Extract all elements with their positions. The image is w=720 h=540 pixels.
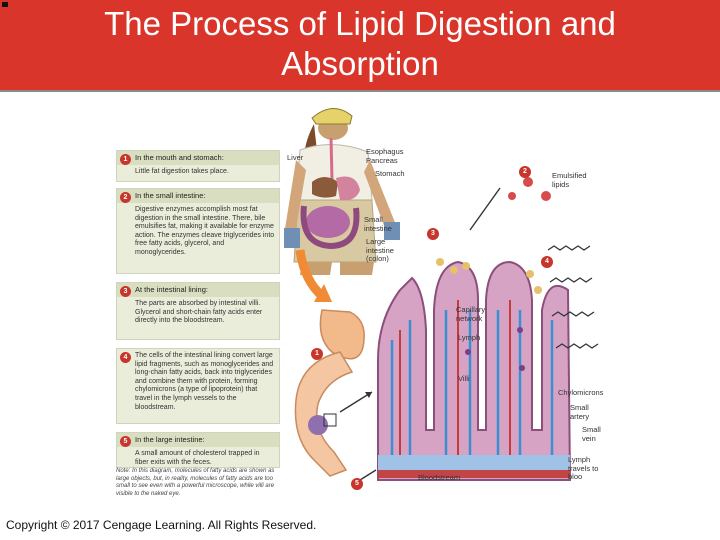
label-chylomicrons: Chylomicrons: [558, 388, 604, 397]
step-number: 5: [120, 436, 131, 447]
step-number: 4: [120, 352, 131, 363]
intestinal-villi: [377, 260, 572, 481]
label-small-artery: Small artery: [570, 403, 590, 421]
label-lymph-travels: Lymph travels to bloo: [568, 455, 599, 481]
label-emulsified-lipids: Emulsified lipids: [552, 171, 587, 189]
label-pancreas: Pancreas: [366, 156, 398, 165]
step-1: 1 In the mouth and stomach: Little fat d…: [116, 150, 280, 182]
pointer-arrowhead-a: [365, 392, 372, 398]
pointer-arrow-a: [339, 391, 373, 413]
step-number: 3: [120, 286, 131, 297]
step-text: A small amount of cholesterol trapped in…: [135, 450, 260, 466]
step-4: 4 The cells of the intestinal lining con…: [116, 348, 280, 424]
slide-title-line-2: Absorption: [281, 45, 439, 82]
badge-step-1: 1: [311, 348, 323, 360]
glycerol-molecules: [436, 258, 542, 294]
label-small-vein: Small vein: [582, 425, 601, 443]
banner-rule: [0, 90, 720, 92]
emulsified-lipid-droplets: [508, 177, 551, 201]
badge-step-2: 2: [519, 166, 531, 178]
label-lymph: Lymph: [458, 333, 481, 342]
title-banner: [0, 0, 720, 90]
digestive-organs: [300, 137, 360, 250]
step-text: Little fat digestion takes place.: [135, 168, 229, 175]
fatty-acid-chains: [547, 245, 599, 349]
step-text: The parts are absorbed by intestinal vil…: [135, 300, 263, 325]
copyright-notice: Copyright © 2017 Cengage Learning. All R…: [6, 518, 317, 532]
label-esophagus: Esophagus: [366, 147, 404, 156]
slide-title-line-1: The Process of Lipid Digestion and: [104, 5, 616, 42]
pointer-arrow-b: [469, 187, 501, 231]
label-small-intestine: Small intestine: [364, 215, 392, 233]
label-capillary-network: Capillary network: [456, 305, 486, 323]
step-3: 3 At the intestinal lining: The parts ar…: [116, 282, 280, 340]
step-text: Digestive enzymes accomplish most fat di…: [135, 206, 275, 256]
diagram-note: Note: In this diagram, molecules of fatt…: [116, 468, 275, 497]
badge-step-3: 3: [427, 228, 439, 240]
label-liver: Liver: [287, 153, 304, 162]
step-2: 2 In the small intestine: Digestive enzy…: [116, 188, 280, 274]
step-number: 1: [120, 154, 131, 165]
step-number: 2: [120, 192, 131, 203]
corner-mark: [2, 2, 8, 7]
label-large-intestine: Large intestine (colon): [366, 237, 394, 263]
step-heading: In the mouth and stomach:: [117, 151, 279, 165]
label-bloodstream: Bloodstream: [418, 473, 461, 482]
step-heading: In the large intestine:: [117, 433, 279, 447]
badge-step-5: 5: [351, 478, 363, 490]
stomach-closeup: [294, 309, 365, 477]
step-text: The cells of the intestinal lining conve…: [135, 352, 274, 411]
label-villi: Villi: [458, 374, 470, 383]
slide-title: The Process of Lipid Digestion and Absor…: [0, 4, 720, 84]
step-heading: At the intestinal lining:: [117, 283, 279, 297]
label-stomach: Stomach: [375, 169, 405, 178]
step-5: 5 In the large intestine: A small amount…: [116, 432, 280, 468]
badge-step-4: 4: [541, 256, 553, 268]
step-heading: In the small intestine:: [117, 189, 279, 203]
process-arrowhead: [314, 284, 332, 302]
